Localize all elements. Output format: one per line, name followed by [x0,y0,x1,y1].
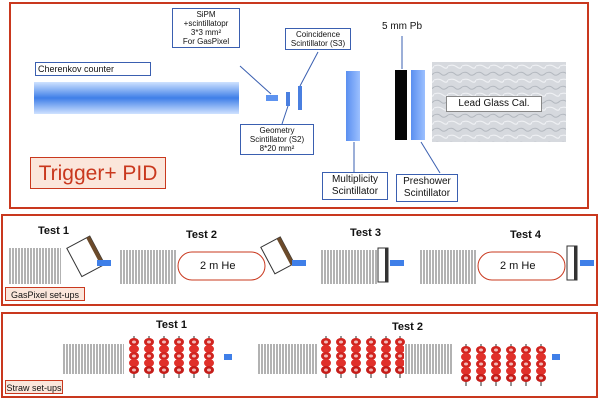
sipm-label: SiPM +scintillatopr 3*3 mm² For GasPixel [172,8,240,48]
he-chamber-1-label: 2 m He [200,260,236,272]
trigger-pid-title: Trigger+ PID [30,157,166,189]
cherenkov-counter [34,82,239,114]
gaspixel-test4: Test 4 [510,229,541,241]
leadglass-label: Lead Glass Cal. [446,96,542,112]
straw-setups-label: Straw set-ups [5,380,63,394]
multiplicity-label: Multiplicity Scintillator [322,172,388,200]
multiplicity-scintillator [346,71,360,141]
gaspixel-test2: Test 2 [186,229,217,241]
coincidence-scintillator [298,86,302,110]
lead-label: 5 mm Pb [382,21,423,32]
straw-panel [1,312,598,398]
preshower-scintillator [411,70,425,140]
trigger-pid-panel [9,2,589,209]
sipm-scintillator [266,95,278,101]
geometry-label: Geometry Scintillator (S2) 8*20 mm² [240,124,314,155]
lead-absorber [395,70,407,140]
gaspixel-test1: Test 1 [38,225,69,237]
preshower-label: Preshower Scintillator [396,174,458,202]
gaspixel-setups-label: GasPixel set-ups [5,287,85,301]
geometry-scintillator [286,92,290,106]
gaspixel-test3: Test 3 [350,227,381,239]
gaspixel-panel [1,214,598,306]
cherenkov-label: Cherenkov counter [35,62,151,76]
straw-test2: Test 2 [392,321,423,333]
he-chamber-2-label: 2 m He [500,260,536,272]
coincidence-label: Coincidence Scintillator (S3) [285,28,351,50]
straw-test1: Test 1 [156,319,187,331]
